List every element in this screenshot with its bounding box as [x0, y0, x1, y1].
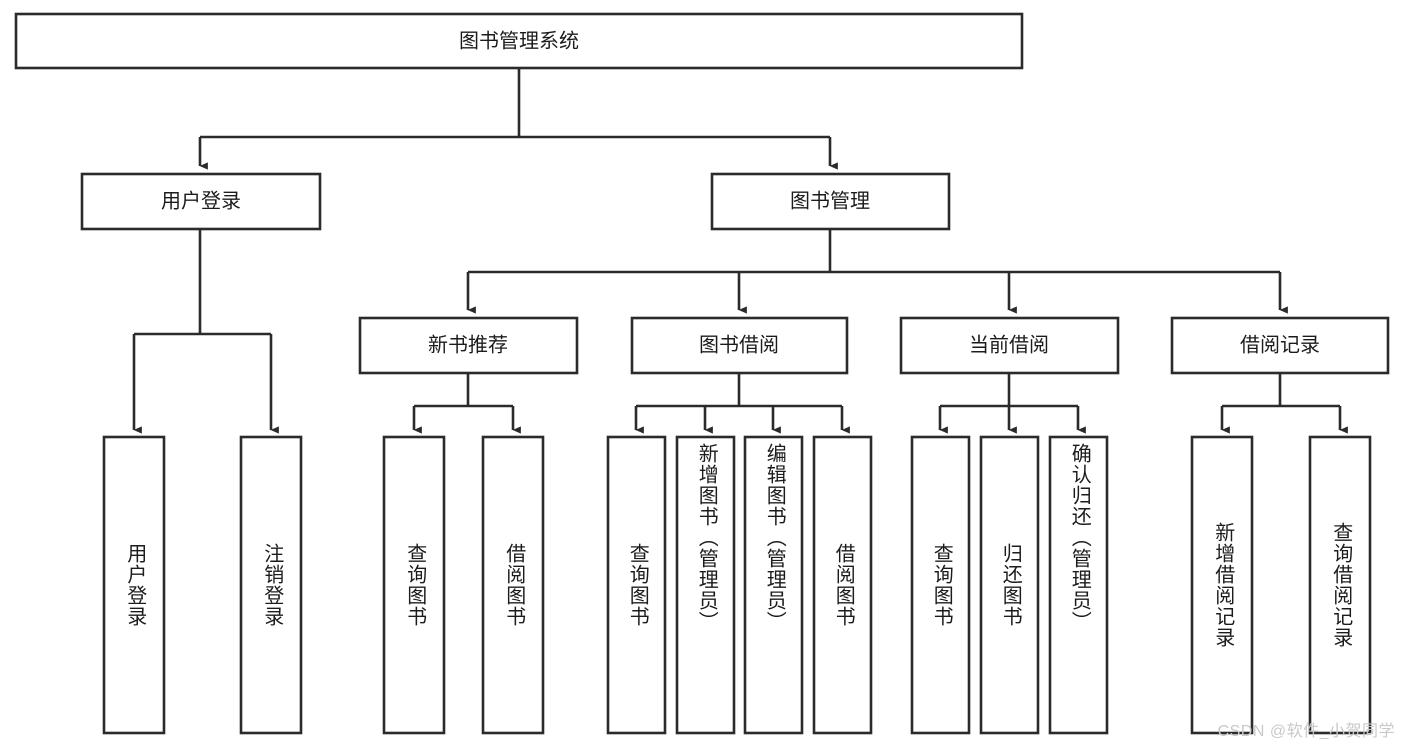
leaf-box-bo-edit	[743, 435, 804, 735]
node-book-mgmt-box	[710, 172, 951, 231]
leaf-box-bo-add	[675, 435, 736, 735]
leaf-box-cu-confirm	[1048, 435, 1109, 735]
node-borrow-box	[630, 316, 849, 375]
csdn-watermark: CSDN @软件_小贺同学	[1217, 723, 1395, 740]
leaf-box-cu-return	[979, 435, 1040, 735]
node-user-login-label: 用户登录	[161, 189, 241, 212]
leaf-box-user-login	[102, 435, 166, 735]
leaf-box-nb-query	[382, 435, 446, 735]
node-new-book-label: 新书推荐	[428, 333, 508, 356]
node-records-label: 借阅记录	[1240, 333, 1320, 356]
node-borrow-label: 图书借阅	[699, 333, 779, 356]
node-current-label: 当前借阅	[969, 333, 1049, 356]
leaf-box-nb-borrow	[481, 435, 545, 735]
leaf-box-re-query	[1308, 435, 1372, 735]
leaf-box-bo-query	[606, 435, 667, 735]
node-root-label: 图书管理系统	[459, 29, 579, 52]
node-new-book-box	[358, 316, 579, 375]
leaf-box-bo-borrow	[812, 435, 873, 735]
node-records-box	[1170, 316, 1390, 375]
node-current-box	[899, 316, 1120, 375]
node-book-mgmt-label: 图书管理	[790, 189, 870, 212]
leaf-box-cu-query	[910, 435, 971, 735]
leaf-box-logout	[239, 435, 303, 735]
leaf-box-re-add	[1190, 435, 1254, 735]
node-root-box	[14, 12, 1024, 70]
